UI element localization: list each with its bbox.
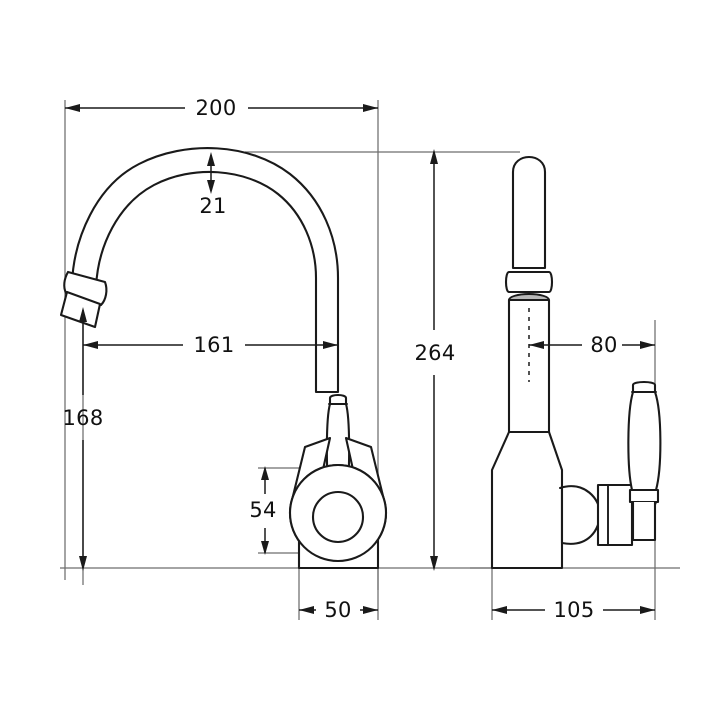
spout-collar-side [504,270,554,294]
arrow-264-top [430,149,438,164]
arrow-54-bottom [261,541,269,555]
dimension-tube-thickness: 21 [199,152,226,218]
arrow-80-right [640,341,655,349]
handle-lever-side-collar [628,488,660,504]
arrow-161-left [83,341,98,349]
spout-collar-ring [63,270,108,307]
escutcheon-inner-circle-overlay [311,490,365,544]
dim-label-80: 80 [590,333,617,357]
dim-label-105: 105 [554,598,595,622]
arrow-161-right [323,341,338,349]
dimension-base-width: 50 [299,598,378,622]
handle-lever-side [627,380,662,492]
spout-tube-top-side [511,156,547,270]
dimension-handle-offset: 80 [529,333,655,357]
arrow-21-top [207,152,215,166]
arrow-264-bottom [430,556,438,571]
arrow-200-left [65,104,80,112]
front-elevation-view [59,147,388,570]
dimension-overall-height: 264 [415,149,456,571]
cartridge-dome-side [558,485,602,545]
arrow-105-left [492,606,507,614]
dim-label-264: 264 [415,341,456,365]
arrow-50-right [363,606,378,614]
spout-nozzle [59,290,102,329]
arrow-105-right [640,606,655,614]
spout-goose-neck [70,147,340,394]
arrow-54-top [261,466,269,480]
dim-label-54: 54 [249,498,276,522]
arrow-168-bottom [79,556,87,571]
side-elevation-view [490,156,662,570]
dim-label-21: 21 [199,194,226,218]
dimension-overall-width: 200 [65,96,378,120]
dimension-base-depth: 105 [492,598,655,622]
arrow-50-left [299,606,314,614]
arrow-80-left [529,341,544,349]
dim-label-161: 161 [194,333,235,357]
escutcheon-body-side [490,430,564,570]
arrow-200-right [363,104,378,112]
arrow-168-top [79,307,87,322]
dimension-spout-height: 168 [63,307,104,571]
dimension-escutcheon-height: 54 [249,466,276,555]
cartridge-housing-side [596,483,634,547]
handle-lever-side-shank [631,500,657,542]
dim-label-50: 50 [324,598,351,622]
dim-label-200: 200 [196,96,237,120]
dimension-spout-reach: 161 [83,333,338,357]
dim-label-168: 168 [63,406,104,430]
arrow-21-bottom [207,180,215,194]
